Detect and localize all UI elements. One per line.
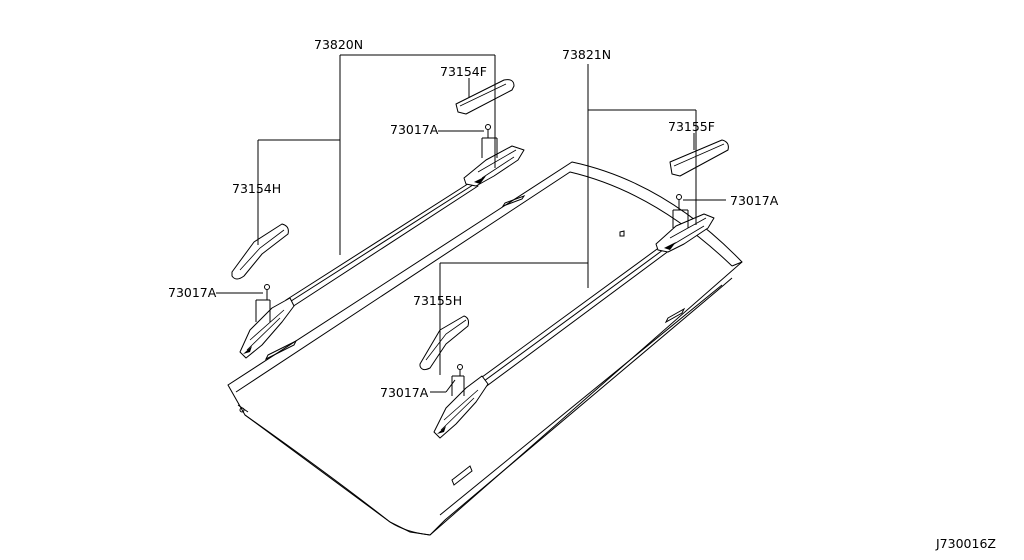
end-cover-front-right xyxy=(669,139,729,177)
end-cover-front-left-edge xyxy=(459,83,507,107)
label-73017A-front-left: 73017A xyxy=(390,122,439,137)
bolt-rear-right xyxy=(451,364,465,396)
label-73154F: 73154F xyxy=(440,64,487,79)
label-73017A-rear-left: 73017A xyxy=(168,285,217,300)
roof-panel xyxy=(227,161,743,536)
bolt-front-right xyxy=(672,194,689,228)
label-73155H: 73155H xyxy=(413,293,462,308)
label-73821N: 73821N xyxy=(562,47,611,62)
roof-rail-right xyxy=(433,213,715,439)
end-cover-front-right-edge xyxy=(673,143,725,167)
end-cover-rear-right xyxy=(419,315,469,371)
roof-rail-left xyxy=(239,145,525,359)
end-cover-rear-left xyxy=(231,223,289,280)
end-cover-rear-left-edge xyxy=(239,229,285,271)
label-73155F: 73155F xyxy=(668,119,715,134)
label-73017A-rear-right: 73017A xyxy=(380,385,429,400)
end-cover-rear-right-edge xyxy=(425,319,467,361)
diagram-code: J730016Z xyxy=(935,536,996,551)
bolt-front-left xyxy=(481,124,498,158)
label-73820N: 73820N xyxy=(314,37,363,52)
end-cover-front-left xyxy=(455,79,515,115)
leader-lines xyxy=(216,54,726,393)
label-73154H: 73154H xyxy=(232,181,281,196)
label-73017A-front-right: 73017A xyxy=(730,193,779,208)
bolt-rear-left xyxy=(255,284,271,322)
